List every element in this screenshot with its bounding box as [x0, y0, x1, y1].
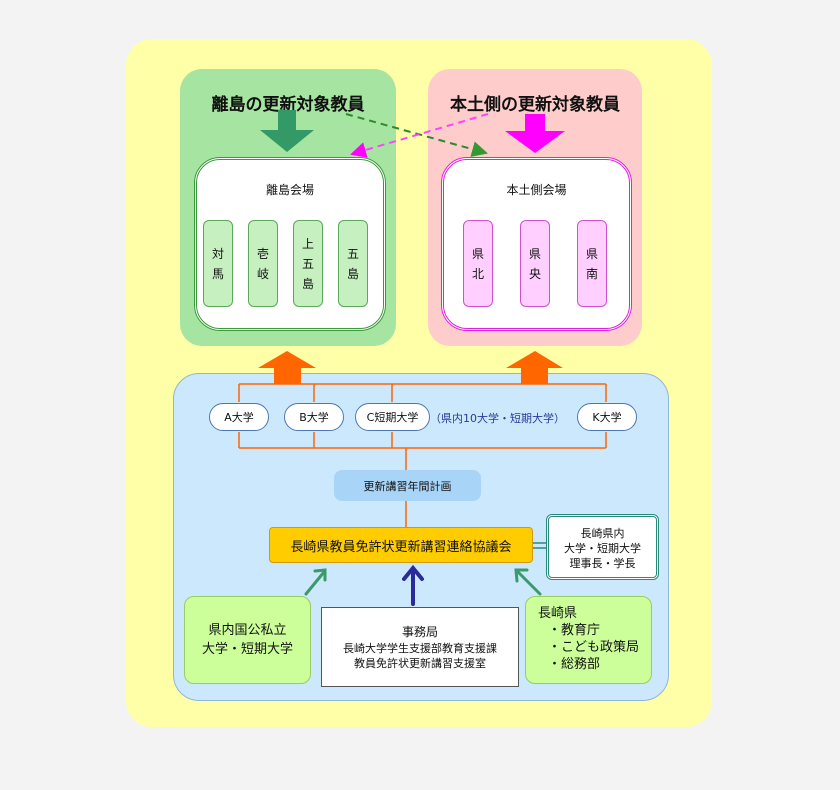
- university-a: A大学: [209, 403, 269, 431]
- islands-title: 離島の更新対象教員: [211, 95, 365, 115]
- site-char: 馬: [211, 266, 224, 281]
- secretariat-line: 教員免許状更新講習支援室: [354, 657, 486, 670]
- prefecture-item: ・教育庁: [548, 623, 601, 638]
- university-k: K大学: [577, 403, 637, 431]
- mainland-title: 本土側の更新対象教員: [450, 95, 620, 115]
- presidents-line: 大学・短期大学: [564, 542, 641, 555]
- prefectural-universities-box: 県内国公私立 大学・短期大学: [184, 596, 311, 684]
- support-arrows: [304, 568, 542, 596]
- liaison-council-box: 長崎県教員免許状更新講習連絡協議会: [269, 527, 533, 563]
- university-count-note: （県内10大学・短期大学）: [430, 412, 565, 425]
- site-char: 壱: [256, 246, 269, 261]
- up-arrow-mainland: [506, 351, 563, 384]
- islands-venue-title: 離島会場: [265, 183, 314, 197]
- prefecture-item: ・総務部: [548, 657, 601, 672]
- presidents-line: 長崎県内: [580, 527, 625, 540]
- secretariat-box: 事務局 長崎大学学生支援部教育支援課 教員免許状更新講習支援室: [321, 607, 519, 687]
- nagasaki-prefecture-box: 長崎県 ・教育庁 ・こども政策局 ・総務部: [525, 596, 652, 684]
- annual-plan-box: 更新講習年間計画: [334, 470, 481, 501]
- site-char: 県: [528, 246, 541, 261]
- univ-box-line: 県内国公私立: [208, 623, 287, 638]
- presidents-box: 長崎県内 大学・短期大学 理事長・学長: [546, 514, 659, 580]
- site-char: 対: [211, 246, 224, 261]
- mainland-venue-title: 本土側会場: [506, 183, 567, 197]
- site-char: 島: [346, 266, 359, 281]
- presidents-line: 理事長・学長: [569, 557, 636, 570]
- mainland-down-arrow: [505, 114, 565, 153]
- site-char: 県: [585, 246, 598, 261]
- site-char: 上: [301, 236, 314, 251]
- venue-site-tsushima: 対 馬: [203, 220, 233, 307]
- venue-site-south: 県 南: [577, 220, 607, 307]
- prefecture-item: ・こども政策局: [548, 640, 640, 655]
- university-b: B大学: [284, 403, 344, 431]
- venue-site-north: 県 北: [463, 220, 493, 307]
- site-char: 央: [528, 266, 541, 281]
- up-arrow-islands: [258, 351, 316, 384]
- office-arrow: [402, 564, 424, 606]
- site-char: 五: [346, 246, 359, 261]
- island-to-mainland-dashed-arrow: [345, 113, 488, 157]
- univ-box-line: 大学・短期大学: [201, 642, 293, 657]
- islands-down-arrow: [260, 110, 314, 152]
- site-char: 岐: [256, 266, 269, 281]
- venue-site-iki: 壱 岐: [248, 220, 278, 307]
- venue-site-central: 県 央: [520, 220, 550, 307]
- site-char: 南: [585, 266, 598, 281]
- venue-site-kamigoto: 上 五 島: [293, 220, 323, 307]
- secretariat-title: 事務局: [401, 625, 438, 639]
- site-char: 北: [471, 266, 484, 281]
- junior-college-c: C短期大学: [355, 403, 430, 431]
- site-char: 五: [301, 256, 314, 271]
- venue-site-goto: 五 島: [338, 220, 368, 307]
- university-bracket-lines: [238, 383, 607, 527]
- secretariat-line: 長崎大学学生支援部教育支援課: [343, 642, 497, 655]
- site-char: 島: [301, 276, 314, 291]
- prefecture-title: 長崎県: [538, 606, 578, 621]
- site-char: 県: [471, 246, 484, 261]
